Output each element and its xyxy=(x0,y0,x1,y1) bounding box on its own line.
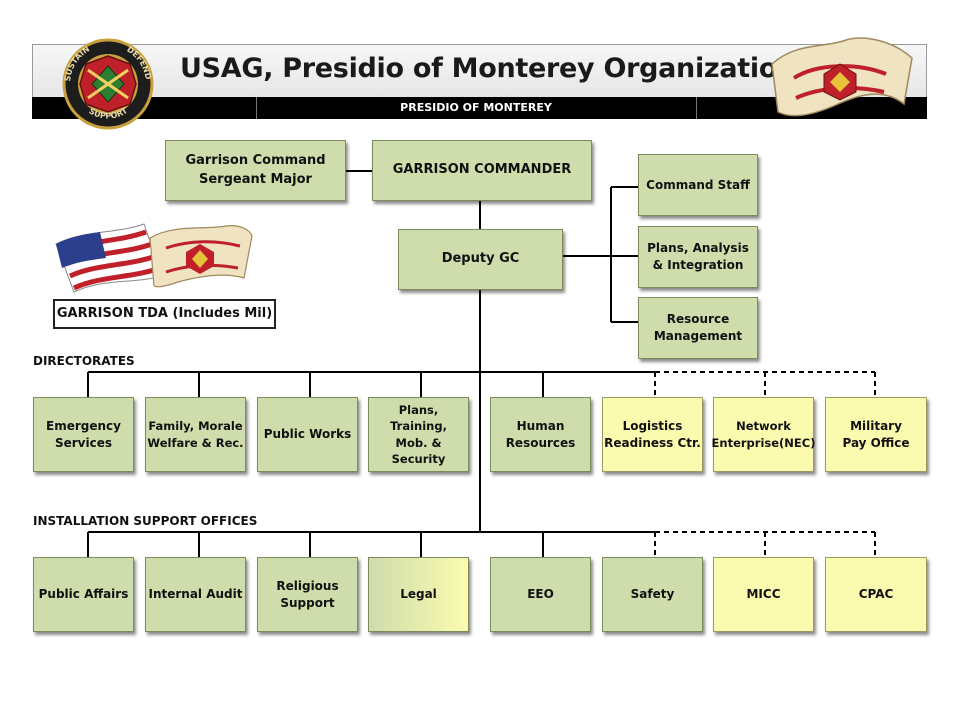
directorate-plans-training-mob-security: Plans, Training, Mob. & Security xyxy=(368,397,469,472)
subtitle-text: PRESIDIO OF MONTEREY xyxy=(400,101,552,114)
deputy-gc-box: Deputy GC xyxy=(398,229,563,290)
garrison-emblem-icon: SUSTAIN DEFEND SUPPORT xyxy=(62,38,154,130)
office-religious-support: Religious Support xyxy=(257,557,358,632)
directorate-logistics-readiness: Logistics Readiness Ctr. xyxy=(602,397,703,472)
directorates-label: DIRECTORATES xyxy=(33,354,135,368)
office-internal-audit: Internal Audit xyxy=(145,557,246,632)
installation-support-offices-label: INSTALLATION SUPPORT OFFICES xyxy=(33,514,258,528)
plans-analysis-integration-box: Plans, Analysis & Integration xyxy=(638,226,758,288)
directorate-family-morale-welfare: Family, Morale Welfare & Rec. xyxy=(145,397,246,472)
garrison-commander-box: GARRISON COMMANDER xyxy=(372,140,592,201)
office-eeo: EEO xyxy=(490,557,591,632)
directorate-human-resources: Human Resources xyxy=(490,397,591,472)
directorate-public-works: Public Works xyxy=(257,397,358,472)
directorate-military-pay-office: Military Pay Office xyxy=(825,397,927,472)
directorate-emergency-services: Emergency Services xyxy=(33,397,134,472)
page-title: USAG, Presidio of Monterey Organization xyxy=(180,53,796,84)
office-cpac: CPAC xyxy=(825,557,927,632)
office-micc: MICC xyxy=(713,557,814,632)
subtitle-divider-left xyxy=(256,97,257,119)
garrison-tda-label: GARRISON TDA (Includes Mil) xyxy=(53,299,276,329)
directorate-network-enterprise: Network Enterprise(NEC) xyxy=(712,397,815,472)
resource-management-box: Resource Management xyxy=(638,297,758,359)
subtitle-divider-right xyxy=(696,97,697,119)
subtitle-bar xyxy=(32,97,927,119)
us-and-garrison-flags-icon xyxy=(55,223,253,293)
garrison-command-sergeant-major-box: Garrison Command Sergeant Major xyxy=(165,140,346,201)
office-public-affairs: Public Affairs xyxy=(33,557,134,632)
office-safety: Safety xyxy=(602,557,703,632)
garrison-flag-icon xyxy=(771,37,913,117)
office-legal: Legal xyxy=(368,557,469,632)
command-staff-box: Command Staff xyxy=(638,154,758,216)
